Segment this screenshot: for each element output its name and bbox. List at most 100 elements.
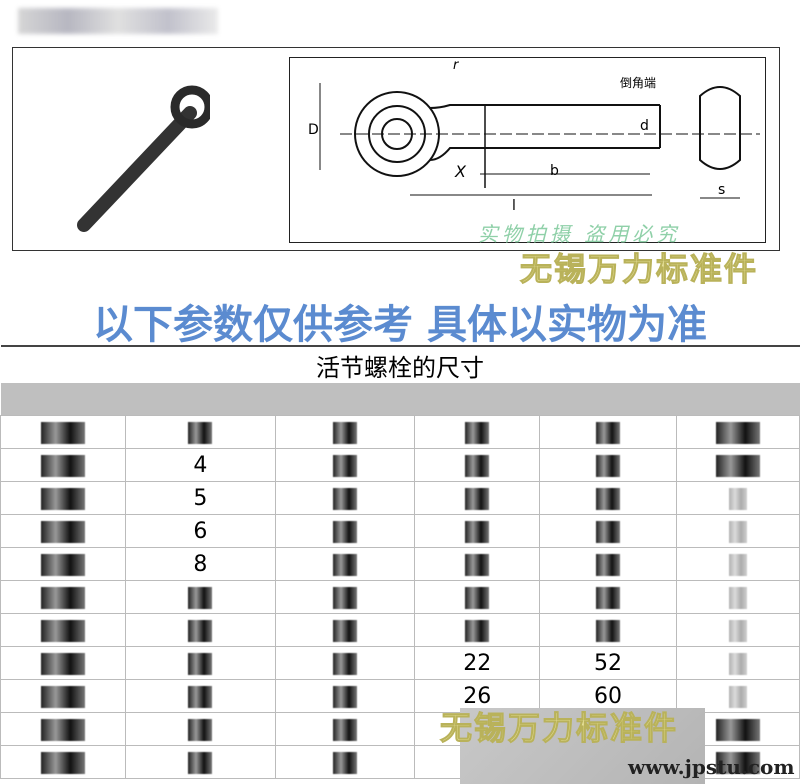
table-cell [414, 613, 541, 647]
blurred-value [188, 685, 213, 708]
table-cell [675, 448, 800, 482]
blurred-value [332, 520, 357, 543]
table-cell [675, 613, 800, 647]
technical-drawing: D r 倒角端 d X b l s [289, 57, 766, 243]
label-D: D [308, 122, 319, 138]
blurred-value [728, 520, 747, 543]
table-cell [125, 745, 276, 779]
blurred-value [728, 586, 747, 609]
table-cell [539, 514, 677, 548]
table-cell [125, 679, 276, 713]
blurred-value [728, 553, 747, 576]
blurred-value [465, 553, 490, 576]
table-cell [675, 415, 800, 449]
table-cell [539, 481, 677, 515]
table-row: 4 [0, 448, 800, 482]
table-row [0, 415, 800, 449]
blurred-value [188, 586, 213, 609]
table-cell [274, 514, 416, 548]
blurred-value [715, 751, 760, 774]
blurred-value [596, 553, 620, 576]
blurred-value [41, 520, 86, 543]
blurred-value [41, 421, 86, 444]
blurred-value [596, 586, 620, 609]
blurred-value [728, 619, 747, 642]
table-cell [274, 679, 416, 713]
table-cell [539, 448, 677, 482]
blurred-value [465, 487, 490, 510]
blurred-value [596, 487, 620, 510]
blurred-value [728, 652, 747, 675]
blurred-value [596, 454, 620, 477]
blurred-value [41, 751, 86, 774]
table-cell: 60 [539, 679, 677, 713]
table-cell [0, 580, 127, 614]
table-cell [675, 646, 800, 680]
blurred-value [332, 454, 357, 477]
table-title: 活节螺栓的尺寸 [0, 345, 800, 383]
blurred-logo [18, 8, 218, 34]
label-l: l [512, 198, 516, 214]
blurred-value [465, 421, 490, 444]
label-d: d [640, 118, 649, 134]
table-cell [414, 514, 541, 548]
blurred-value [465, 454, 490, 477]
table-cell [274, 580, 416, 614]
blurred-value [41, 718, 86, 741]
label-chamfer: 倒角端 [620, 76, 657, 90]
table-cell: 4 [125, 448, 276, 482]
table-row [0, 580, 800, 614]
blurred-value [465, 619, 490, 642]
blurred-value [596, 619, 620, 642]
blurred-value [596, 520, 620, 543]
blurred-value [188, 718, 213, 741]
table-cell [0, 679, 127, 713]
table-cell [675, 481, 800, 515]
watermark-brand: 无锡万力标准件 [519, 250, 759, 288]
table-cell: 6 [125, 514, 276, 548]
table-cell [125, 646, 276, 680]
table-cell [0, 415, 127, 449]
blurred-value [465, 586, 490, 609]
blurred-value [41, 619, 86, 642]
table-cell [125, 712, 276, 746]
label-b: b [550, 163, 559, 179]
eye-bolt-photo [77, 85, 210, 232]
table-cell [274, 547, 416, 581]
table-cell [414, 448, 541, 482]
table-row: 6 [0, 514, 800, 548]
table-cell: 8 [125, 547, 276, 581]
table-cell [0, 646, 127, 680]
table-cell [274, 448, 416, 482]
blurred-value [332, 487, 357, 510]
table-cell [0, 745, 127, 779]
table-cell [0, 712, 127, 746]
watermark-brand-2: 无锡万力标准件 [439, 709, 679, 747]
table-cell: 22 [414, 646, 541, 680]
blurred-value [332, 421, 357, 444]
table-cell [539, 415, 677, 449]
watermark-notice: 实物拍摄 盗用必究 [478, 222, 681, 246]
blurred-value [728, 685, 747, 708]
table-cell [274, 415, 416, 449]
blurred-value [41, 454, 86, 477]
blurred-value [41, 652, 86, 675]
table-row: 8 [0, 547, 800, 581]
blurred-value [728, 487, 747, 510]
table-cell [0, 481, 127, 515]
blurred-value [332, 718, 357, 741]
blurred-value [332, 553, 357, 576]
table-cell [0, 613, 127, 647]
headline: 以下参数仅供参考 具体以实物为准 [93, 302, 707, 348]
blurred-value [715, 454, 760, 477]
blurred-value [41, 685, 86, 708]
header-band-blurred [0, 383, 800, 416]
blurred-region [460, 708, 705, 784]
table-cell [274, 646, 416, 680]
table-cell [125, 415, 276, 449]
blurred-value [188, 421, 213, 444]
table-cell [539, 547, 677, 581]
label-s: s [718, 182, 726, 198]
